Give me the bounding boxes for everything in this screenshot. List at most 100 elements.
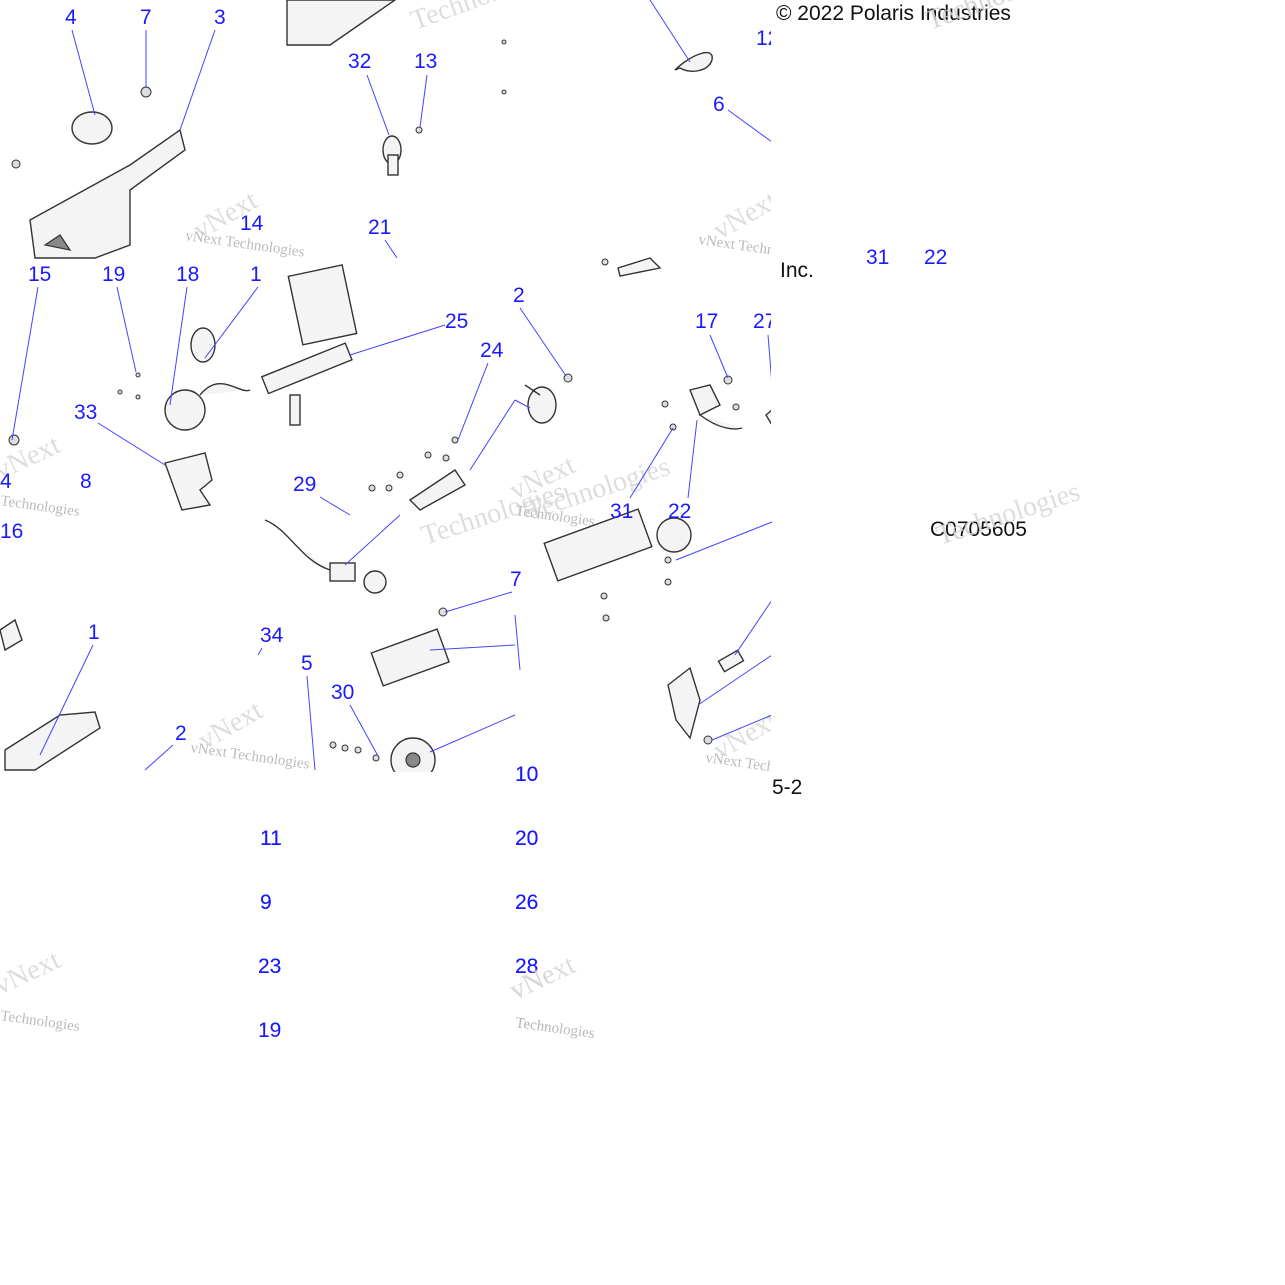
- callout-label: 24: [480, 339, 504, 362]
- callout-label: 27: [753, 310, 776, 333]
- screw: [669, 423, 677, 431]
- screw: [117, 389, 123, 395]
- lower-bracket: [408, 469, 467, 511]
- callout-label: 9: [260, 891, 272, 914]
- handle-connector: [4, 711, 101, 771]
- nut: [732, 403, 740, 411]
- callout-label: 22: [668, 500, 691, 523]
- screw: [135, 372, 141, 378]
- nut: [723, 375, 733, 385]
- screw: [396, 471, 404, 479]
- callout-label: 16: [0, 520, 23, 543]
- callout-label: 13: [414, 50, 437, 73]
- ecu-bracket-leg: [289, 394, 301, 426]
- fragment-text: 5-2: [772, 776, 802, 799]
- mounting-bracket: [29, 128, 186, 259]
- screw: [451, 436, 459, 444]
- bracket-cutout: [43, 234, 72, 251]
- callout-label: 10: [515, 763, 538, 786]
- copyright-notice: © 2022 Polaris Industries: [776, 2, 1011, 25]
- switch-bracket: [667, 666, 701, 740]
- callout-label: 19: [258, 1019, 281, 1042]
- panel-fragment: [286, 0, 397, 46]
- screw: [501, 89, 507, 95]
- callout-label: 1: [250, 263, 262, 286]
- callout-label: 17: [695, 310, 718, 333]
- screw: [661, 400, 669, 408]
- callout-label: 23: [258, 955, 281, 978]
- callout-label: 34: [260, 624, 284, 647]
- callout-label: 19: [102, 263, 125, 286]
- grommet-stem: [387, 154, 399, 176]
- fuse-block: [543, 508, 653, 582]
- nut: [329, 741, 337, 749]
- toggle-switch: [717, 649, 745, 673]
- screw: [600, 592, 608, 600]
- callout-label: 7: [510, 568, 522, 591]
- ecu-module: [287, 264, 358, 346]
- screw: [664, 556, 672, 564]
- callout-label: 1: [88, 621, 100, 644]
- figure-code: C0705605: [930, 518, 1027, 541]
- screw: [385, 484, 393, 492]
- callout-label: 8: [80, 470, 92, 493]
- callout-label: 11: [260, 827, 282, 850]
- part-drawings: [0, 0, 773, 783]
- leader-lines: [11, 0, 773, 771]
- watermark-text: vNext Technologies: [189, 740, 310, 773]
- callout-label: 23: [258, 955, 281, 978]
- tile-gaps: [0, 30, 1285, 1285]
- callout-label: 6: [713, 93, 725, 116]
- callout-label: 15: [28, 263, 51, 286]
- horn-bracket: [164, 452, 213, 511]
- callout-label: 31: [866, 246, 889, 269]
- callout-label: 29: [293, 473, 316, 496]
- callout-label: 2: [513, 284, 525, 307]
- watermark-text: Technologies: [407, 0, 558, 37]
- nut: [341, 744, 349, 752]
- harness-wire: [264, 519, 331, 571]
- callout-label: 32: [348, 50, 371, 73]
- callout-label: 10: [515, 763, 538, 786]
- harness-connector: [329, 562, 356, 582]
- pulley-hub: [405, 752, 421, 768]
- harness-plug: [363, 570, 387, 594]
- callout-label: 28: [515, 955, 538, 978]
- plug-fragment: [0, 618, 23, 652]
- screw: [501, 39, 507, 45]
- callout-label: 11: [260, 827, 282, 850]
- callout-label: 7: [140, 6, 152, 29]
- callout-label: 33: [74, 401, 97, 424]
- callout-label: 4: [0, 470, 12, 493]
- nut: [140, 86, 152, 98]
- callout-label: 26: [515, 891, 538, 914]
- nut: [354, 746, 362, 754]
- callout-label: 25: [445, 310, 468, 333]
- nut: [372, 754, 380, 762]
- nut: [703, 735, 713, 745]
- watermark-text: Technologies: [0, 493, 81, 520]
- cable-loop: [190, 327, 216, 363]
- callout-label: 21: [368, 216, 391, 239]
- callout-label: 31: [610, 500, 633, 523]
- copyright-tail: Inc.: [780, 259, 814, 282]
- connector-module: [370, 628, 450, 687]
- buzzer: [164, 389, 206, 431]
- screw: [424, 451, 432, 459]
- relay-module: [71, 111, 113, 145]
- cable-tie: [674, 51, 713, 72]
- switch-assembly: [689, 384, 721, 416]
- buzzer-wire: [199, 383, 251, 396]
- bracket-fragment: [617, 257, 662, 277]
- callout-label: 20: [515, 827, 538, 850]
- callout-label: 14: [240, 212, 264, 235]
- callout-label: 28: [515, 955, 538, 978]
- callout-label: 22: [924, 246, 947, 269]
- switch-wire: [699, 414, 743, 430]
- horn: [527, 386, 557, 424]
- callout-label: 26: [515, 891, 538, 914]
- callout-label: 5: [301, 652, 313, 675]
- callout-label: 4: [65, 6, 77, 29]
- nut: [11, 159, 21, 169]
